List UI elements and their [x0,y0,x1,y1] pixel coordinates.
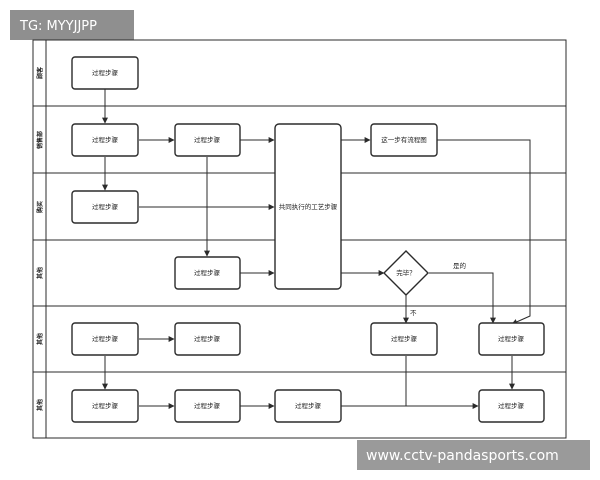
process-box-p1 [71,56,139,90]
process-box-p6 [71,322,139,356]
decision-label: 完毕？ [396,268,416,277]
edge-label-no: 不 [410,309,417,317]
watermark-background [357,440,590,470]
edge-next-p9 [437,139,531,325]
process-box-p5 [174,256,241,290]
process-label-p2: 过程步骤 [92,135,119,144]
process-box-p12 [274,389,342,423]
shared-process-box [274,123,342,290]
edge-decision-yes [429,272,496,324]
process-label-p3: 过程步骤 [194,135,221,144]
process-box-p10 [71,389,139,423]
lane-label-sales: 销售部 [36,131,44,149]
process-box-p7 [174,322,241,356]
process-box-p8 [370,322,438,356]
process-box-p11 [174,389,241,423]
process-box-next [370,123,438,157]
process-box-p3 [174,123,241,157]
lane-label-other-1: 其他 [36,267,44,279]
process-label-p10: 过程步骤 [92,401,119,410]
lane-label-other-3: 其他 [36,399,44,411]
edge-label-yes: 是的 [453,261,467,270]
lane-label-other-2: 其他 [36,333,44,345]
source-tag-text: TG: MYYJJPP [19,19,97,34]
process-label-p8: 过程步骤 [391,334,418,343]
watermark: www.cctv-pandasports.com [357,440,590,470]
process-label-next: 这一步有流程图 [381,135,427,144]
process-box-p4 [71,190,139,224]
process-box-p2 [71,123,139,157]
process-label-p9: 过程步骤 [498,334,525,343]
process-box-p9 [478,322,545,356]
process-label-p13: 过程步骤 [498,401,525,410]
source-tag: TG: MYYJJPP [10,10,134,40]
process-label-p4: 过程步骤 [92,202,119,211]
source-tag-background [10,10,134,40]
connectors [102,89,531,409]
process-label-p11: 过程步骤 [194,401,221,410]
pool-frame [32,39,567,439]
process-label-p1: 过程步骤 [92,68,119,77]
shared-process-label: 共同执行的工艺步骤 [279,202,338,211]
process-label-p6: 过程步骤 [92,334,119,343]
watermark-text: www.cctv-pandasports.com [366,448,559,464]
process-label-p7: 过程步骤 [194,334,221,343]
lane-label-customer: 顾客 [36,66,44,79]
decision-diamond [383,250,429,296]
lane-label-purchase: 购买 [36,201,44,213]
process-label-p5: 过程步骤 [194,268,221,277]
process-label-p12: 过程步骤 [295,401,322,410]
process-box-p13 [478,389,545,423]
